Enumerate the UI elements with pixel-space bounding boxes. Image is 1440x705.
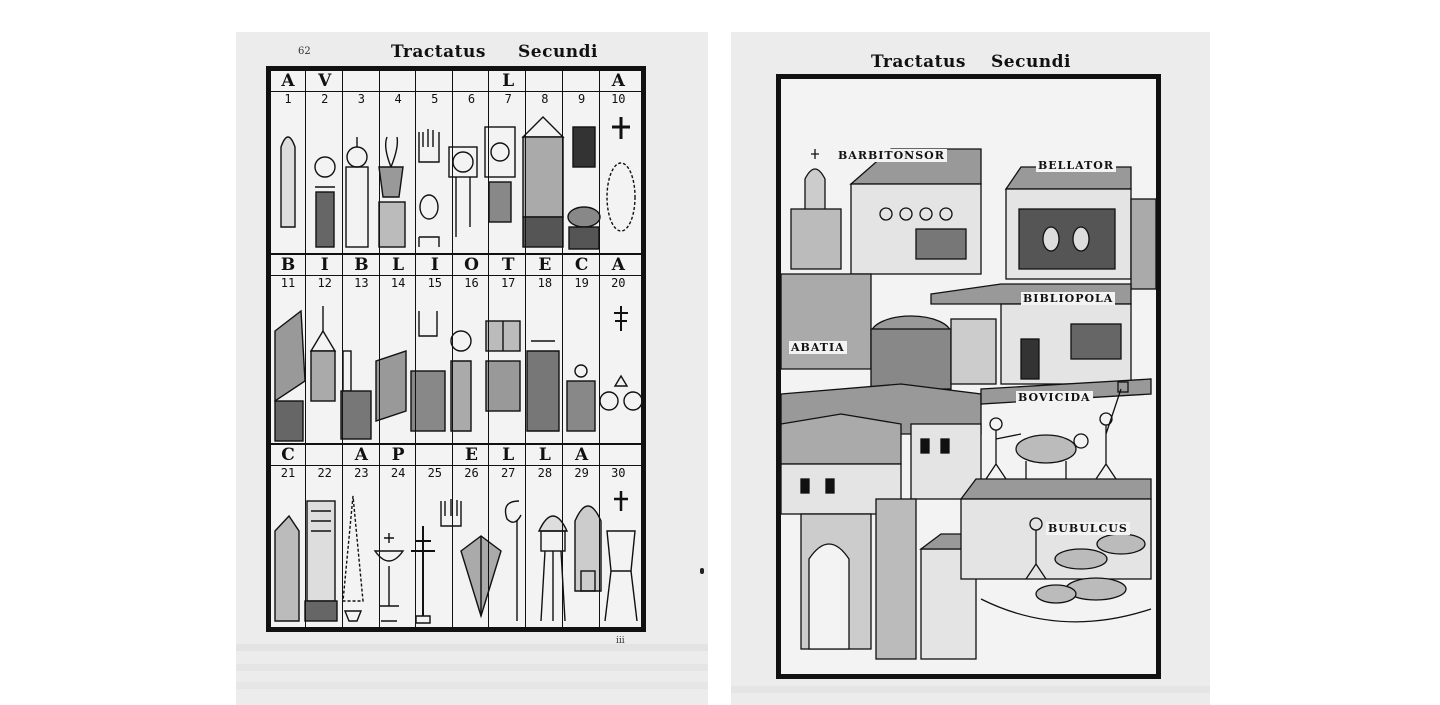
grid-number: 17: [500, 276, 516, 290]
grid-row-1: A V L A 1 2 3 4 5 6 7 8 9 10: [271, 71, 641, 253]
row-1-objects: [280, 116, 636, 250]
grid-number: 11: [280, 276, 296, 290]
header-word-secundi: Secundi: [518, 42, 599, 62]
grid-letter: I: [320, 255, 329, 275]
label-bellator: BELLATOR: [1036, 159, 1116, 172]
row-numbers: 1 2 3 4 5 6 7 8 9 10: [271, 91, 641, 107]
grid-number: 6: [467, 92, 476, 106]
grid-number: 1: [284, 92, 292, 106]
row-numbers: 11 12 13 14 15 16 17 18 19 20: [271, 275, 641, 291]
grid-letter: L: [538, 445, 551, 465]
header-word-tractatus: Tractatus: [391, 42, 486, 62]
grid-number: 25: [427, 466, 443, 480]
page-number: 62: [298, 46, 311, 57]
grid-number: 19: [574, 276, 589, 290]
grid-number: 9: [577, 92, 586, 106]
label-abatia: ABATIA: [789, 341, 847, 354]
grid-letter: [565, 71, 599, 91]
grid-letter: A: [611, 71, 625, 91]
grid-letter: B: [280, 255, 296, 275]
grid-number: 15: [427, 276, 443, 290]
label-barbitonsor: BARBITONSOR: [836, 149, 947, 162]
grid-number: 2: [321, 92, 329, 106]
grid-number: 4: [394, 92, 402, 106]
grid-letter: A: [574, 445, 589, 465]
grid-number: 14: [390, 276, 406, 290]
header-word-secundi: Secundi: [991, 52, 1072, 72]
grid-letter: [308, 445, 342, 465]
grid-letter: I: [430, 255, 439, 275]
grid-letter: [418, 445, 452, 465]
grid-letter: [381, 71, 415, 91]
grid-letter: A: [281, 71, 295, 91]
header-word-tractatus: Tractatus: [871, 52, 966, 72]
grid-number: 10: [611, 92, 626, 106]
grid-row-3: C A P E L L A 21 22 23 24 25 26 27 28 29 30: [271, 443, 641, 627]
grid-number: 7: [504, 92, 512, 106]
grid-letter: A: [354, 445, 368, 465]
grid-letter: P: [391, 445, 405, 465]
grid-number: 21: [280, 466, 296, 480]
grid-number: 22: [317, 466, 332, 480]
grid-letter: E: [538, 255, 552, 275]
grid-number: 18: [537, 276, 553, 290]
grid-number: 8: [541, 92, 549, 106]
grid-letter: T: [501, 255, 515, 275]
right-page: Tractatus Secundi: [731, 32, 1210, 705]
grid-letter: [455, 71, 489, 91]
grid-letter: [418, 71, 452, 91]
grid-letter: V: [318, 71, 332, 91]
row-2-objects: [274, 306, 641, 442]
label-bovicida: BOVICIDA: [1016, 391, 1093, 404]
grid-letter: A: [611, 255, 625, 275]
grid-number: 3: [357, 92, 365, 106]
signature-mark: iii: [616, 636, 625, 646]
grid-number: 26: [464, 466, 479, 480]
grid-number: 12: [317, 276, 332, 290]
grid-number: 13: [354, 276, 369, 290]
grid-letter: L: [502, 445, 515, 465]
grid-number: 28: [537, 466, 553, 480]
grid-number: 27: [500, 466, 516, 480]
ink-spot: [700, 568, 704, 574]
grid-letter: L: [392, 255, 405, 275]
grid-number: 30: [611, 466, 626, 480]
grid-letter: O: [464, 255, 479, 275]
grid-letter: E: [465, 445, 478, 465]
grid-number: 20: [611, 276, 626, 290]
grid-number: 5: [431, 92, 439, 106]
grid-number: 16: [464, 276, 479, 290]
grid-row-2: B I B L I O T E C A 11 12 13 14 15 16 17 18 19 20: [271, 253, 641, 443]
grid-number: 23: [354, 466, 369, 480]
grid-number: 29: [574, 466, 589, 480]
grid-letter: C: [574, 255, 589, 275]
grid-number: 24: [390, 466, 406, 480]
grid-letter: C: [281, 445, 295, 465]
label-bibliopola: BIBLIOPOLA: [1021, 292, 1116, 305]
label-bubulcus: BUBULCUS: [1046, 522, 1130, 535]
grid-letter: B: [354, 255, 369, 275]
grid-letter: [601, 445, 635, 465]
row-3-objects: [274, 491, 638, 624]
grid-letter: [344, 71, 378, 91]
town-scene-woodcut: BARBITONSOR BELLATOR BIBLIOPOLA ABATIA B…: [776, 74, 1161, 679]
grid-letter: L: [502, 71, 515, 91]
right-page-header: Tractatus Secundi: [731, 42, 1210, 72]
row-numbers: 21 22 23 24 25 26 27 28 29 30: [271, 465, 641, 481]
left-page-header: Tractatus Secundi: [236, 42, 708, 66]
grid-letter: [528, 71, 562, 91]
